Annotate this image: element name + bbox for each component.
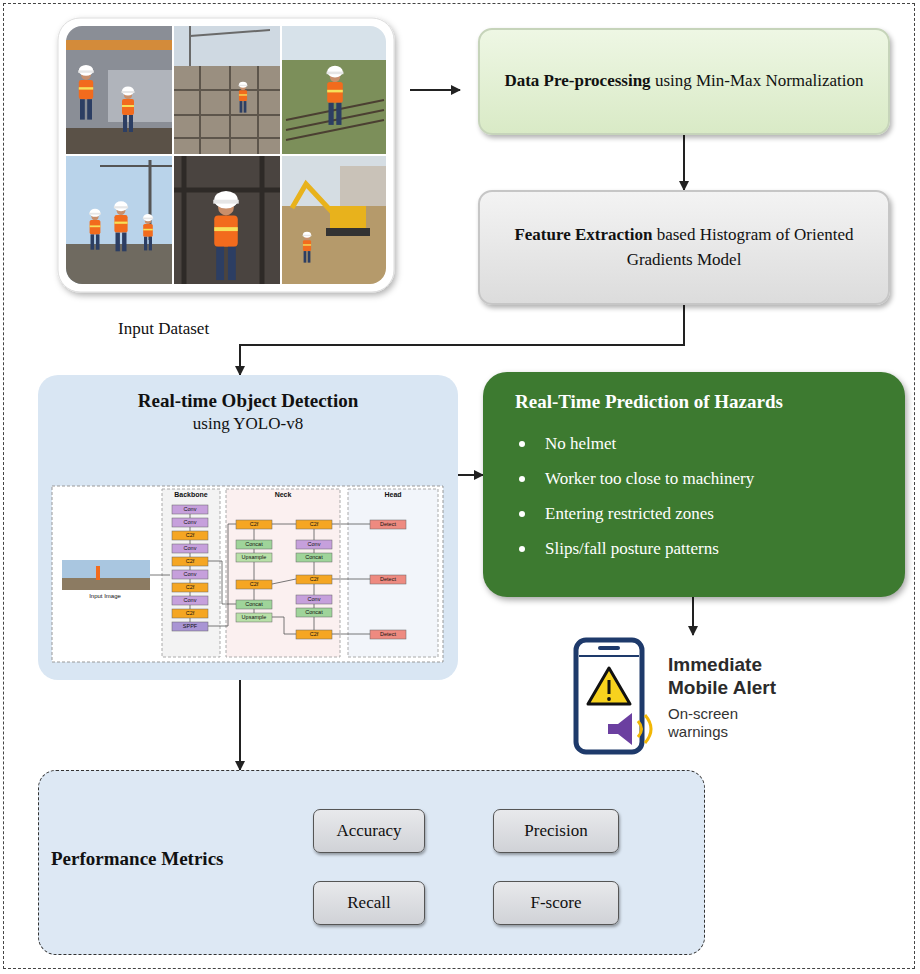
bullet-dot [519, 476, 525, 482]
layer-block-label: C2f [296, 630, 332, 639]
connector-arrow [692, 597, 694, 635]
panel-heading: Performance Metrics [51, 847, 281, 871]
bullet-row: Entering restricted zones [515, 496, 885, 531]
box-text: using Min-Max Normalization [655, 71, 864, 90]
layer-block-label: SPPF [172, 622, 208, 631]
section-title: Backbone [162, 490, 220, 500]
process-box: Feature Extractionbased Histogram of Ori… [478, 190, 890, 305]
bullet-dot [519, 546, 525, 552]
hazard-item: No helmet [545, 434, 616, 454]
image-label: Input Image [56, 592, 154, 601]
section-title: Neck [226, 490, 340, 500]
layer-block-label: C2f [172, 609, 208, 618]
section-title: Head [348, 490, 438, 500]
layer-block-label: Conv [296, 540, 332, 549]
layer-block-label: Conv [172, 518, 208, 527]
process-box: Data Pre-processing using Min-Max Normali… [478, 28, 890, 135]
panel-subheading: using YOLO-v8 [38, 413, 458, 435]
metric-label: Recall [347, 893, 390, 913]
connector-arrow [239, 680, 241, 770]
layer-block-label: C2f [296, 520, 332, 529]
connector-arrow [240, 305, 684, 375]
layer-block-label: Conv [172, 544, 208, 553]
layer-block-label: Concat [236, 540, 272, 549]
layer-block-label: Conv [172, 596, 208, 605]
box-heading: Data Pre-processing [504, 71, 650, 90]
hazard-item: Worker too close to machinery [545, 469, 754, 489]
metric-label: Accuracy [336, 821, 401, 841]
connector-arrow [458, 474, 483, 476]
layer-block-label: C2f [236, 520, 272, 529]
layer-block-label: Detect [370, 520, 406, 529]
layer-block-label: Conv [172, 570, 208, 579]
metric-box: Accuracy [313, 809, 425, 853]
metric-box: Precision [493, 809, 619, 853]
text-line: Data Pre-processing using Min-Max Normali… [504, 69, 863, 94]
layer-block-label: Conv [296, 595, 332, 604]
layer-block-label: C2f [172, 583, 208, 592]
metric-box: F-score [493, 881, 619, 925]
alert-subtitle: On-screen warnings [668, 705, 763, 741]
panel-heading: Real-Time Prediction of Hazards [515, 390, 885, 414]
alert-text: Immediate Mobile AlertOn-screen warnings [668, 653, 808, 741]
metrics-panel: Performance Metrics Accuracy PrecisionReca… [38, 770, 705, 955]
metric-label: Precision [524, 821, 587, 841]
layer-block-label: Detect [370, 575, 406, 584]
layer-block-label: C2f [236, 580, 272, 589]
phone-alert-icon [566, 636, 676, 760]
hazard-panel: Real-Time Prediction of Hazards No helmet… [483, 372, 905, 597]
layer-block-label: Conv [172, 505, 208, 514]
layer-block-label: Upsample [236, 613, 272, 622]
layer-block-label: Detect [370, 630, 406, 639]
layer-block-label: C2f [296, 575, 332, 584]
alert-title: Immediate Mobile Alert [668, 653, 808, 699]
bullet-row: No helmet [515, 426, 885, 461]
layer-block-label: C2f [172, 531, 208, 540]
metric-label: F-score [531, 893, 582, 913]
panel-heading: Real-time Object Detection [38, 389, 458, 413]
flow-arrow [410, 89, 460, 91]
bullet-row: Worker too close to machinery [515, 461, 885, 496]
text-line: Feature Extractionbased Histogram of Ori… [502, 223, 866, 272]
bullet-dot [519, 511, 525, 517]
layer-block-label: Upsample [236, 553, 272, 562]
layer-block-label: Concat [236, 600, 272, 609]
box-heading: Feature Extraction [514, 225, 652, 244]
box-text: based Histogram of Oriented Gradients Mo… [627, 225, 854, 269]
layer-block-label: C2f [172, 557, 208, 566]
dataset-label: Input Dataset [118, 318, 268, 340]
bullet-dot [519, 441, 525, 447]
metric-box: Recall [313, 881, 425, 925]
layer-block-label: Concat [296, 608, 332, 617]
bullet-row: Slips/fall posture patterns [515, 531, 885, 566]
connector-arrow [683, 135, 685, 190]
layer-block-label: Concat [296, 553, 332, 562]
hazard-item: Entering restricted zones [545, 504, 714, 524]
hazard-item: Slips/fall posture patterns [545, 539, 719, 559]
